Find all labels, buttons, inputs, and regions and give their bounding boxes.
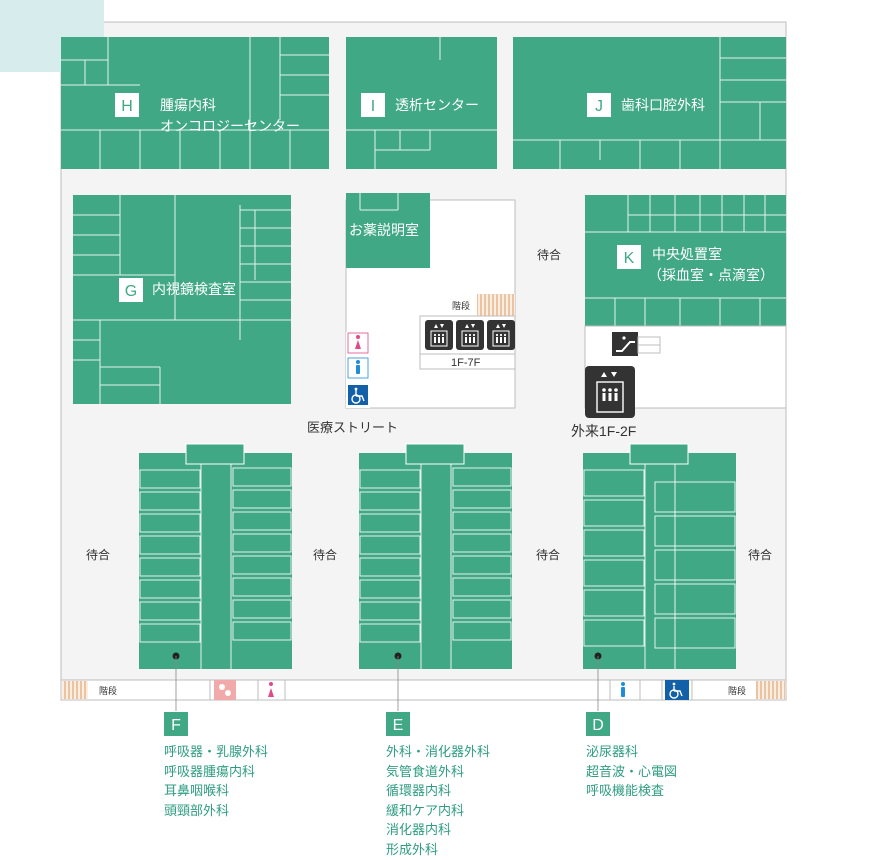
room-letter: K bbox=[624, 250, 635, 267]
elevator-car-icon[interactable] bbox=[425, 320, 453, 350]
room-letter: J bbox=[595, 98, 603, 115]
elevator-outpatient-label: 外来1F-2F bbox=[571, 423, 636, 439]
elevator-car-icon[interactable] bbox=[456, 320, 484, 350]
dept-name: 循環器内科 bbox=[386, 782, 490, 802]
dept-name: 気管食道外科 bbox=[386, 763, 490, 783]
room-letter: H bbox=[121, 98, 133, 115]
escalator-icon[interactable] bbox=[612, 332, 638, 356]
block-d[interactable] bbox=[583, 444, 736, 669]
dept-name: 緩和ケア内科 bbox=[386, 802, 490, 822]
elevator-icon[interactable] bbox=[425, 320, 515, 350]
elevator-main-label: 1F-7F bbox=[451, 357, 481, 369]
room-g[interactable] bbox=[73, 195, 291, 404]
block-letter: D bbox=[592, 717, 604, 734]
block-letter: F bbox=[171, 717, 181, 734]
stairs-right[interactable] bbox=[756, 681, 785, 699]
block-f[interactable] bbox=[139, 444, 292, 669]
waiting-label-3: 待合 bbox=[536, 547, 560, 562]
room-i-badge: I bbox=[361, 93, 385, 117]
dept-list-d: 泌尿器科超音波・心電図呼吸機能検査 bbox=[586, 743, 677, 802]
waiting-label-2: 待合 bbox=[313, 547, 337, 562]
elevator-icon[interactable] bbox=[585, 366, 635, 418]
dept-name: 超音波・心電図 bbox=[586, 763, 677, 783]
waiting-label-4: 待合 bbox=[748, 547, 772, 562]
room-k-name-2: （採血室・点滴室） bbox=[648, 267, 774, 283]
room-h-name-1: 腫瘍内科 bbox=[160, 97, 216, 113]
room-j-badge: J bbox=[587, 93, 611, 117]
dept-name: 形成外科 bbox=[386, 841, 490, 860]
room-letter: I bbox=[371, 98, 375, 115]
dept-name: 耳鼻咽喉科 bbox=[164, 782, 268, 802]
stairs-core[interactable] bbox=[477, 294, 515, 316]
room-h-name-2: オンコロジーセンター bbox=[160, 118, 300, 134]
elevator-car-icon[interactable] bbox=[487, 320, 515, 350]
pharmacy-name: お薬説明室 bbox=[349, 222, 419, 238]
wheelchair-icon bbox=[665, 680, 689, 700]
stairs-label-right: 階段 bbox=[728, 685, 746, 696]
room-j-name: 歯科口腔外科 bbox=[621, 97, 705, 113]
block-f-badge: F bbox=[164, 712, 188, 736]
block-e-badge: E bbox=[386, 712, 410, 736]
dept-list-f: 呼吸器・乳腺外科呼吸器腫瘍内科耳鼻咽喉科頭頸部外科 bbox=[164, 743, 268, 821]
dept-name: 呼吸器・乳腺外科 bbox=[164, 743, 268, 763]
room-k-name-1: 中央処置室 bbox=[652, 246, 722, 262]
block-e[interactable] bbox=[359, 444, 512, 669]
room-i-name: 透析センター bbox=[395, 97, 479, 113]
stairs-left[interactable] bbox=[62, 681, 88, 699]
dept-name: 呼吸器腫瘍内科 bbox=[164, 763, 268, 783]
room-h-badge: H bbox=[115, 93, 139, 117]
dept-name: 呼吸機能検査 bbox=[586, 782, 677, 802]
waiting-label-1: 待合 bbox=[86, 547, 110, 562]
nursing-room-icon bbox=[214, 680, 236, 700]
room-k-badge: K bbox=[617, 245, 641, 269]
block-letter: E bbox=[393, 717, 404, 734]
stairs-label-core: 階段 bbox=[452, 300, 470, 311]
dept-name: 頭頸部外科 bbox=[164, 802, 268, 822]
room-letter: G bbox=[125, 283, 137, 300]
male-restroom-icon bbox=[621, 682, 625, 697]
waiting-label-k: 待合 bbox=[537, 247, 561, 262]
dept-name: 消化器内科 bbox=[386, 821, 490, 841]
block-d-badge: D bbox=[586, 712, 610, 736]
room-g-badge: G bbox=[119, 278, 143, 302]
dept-name: 外科・消化器外科 bbox=[386, 743, 490, 763]
street-label: 医療ストリート bbox=[307, 420, 398, 435]
stairs-label-left: 階段 bbox=[99, 685, 117, 696]
dept-name: 泌尿器科 bbox=[586, 743, 677, 763]
room-g-name: 内視鏡検査室 bbox=[152, 281, 236, 297]
dept-list-e: 外科・消化器外科気管食道外科循環器内科緩和ケア内科消化器内科形成外科 bbox=[386, 743, 490, 860]
